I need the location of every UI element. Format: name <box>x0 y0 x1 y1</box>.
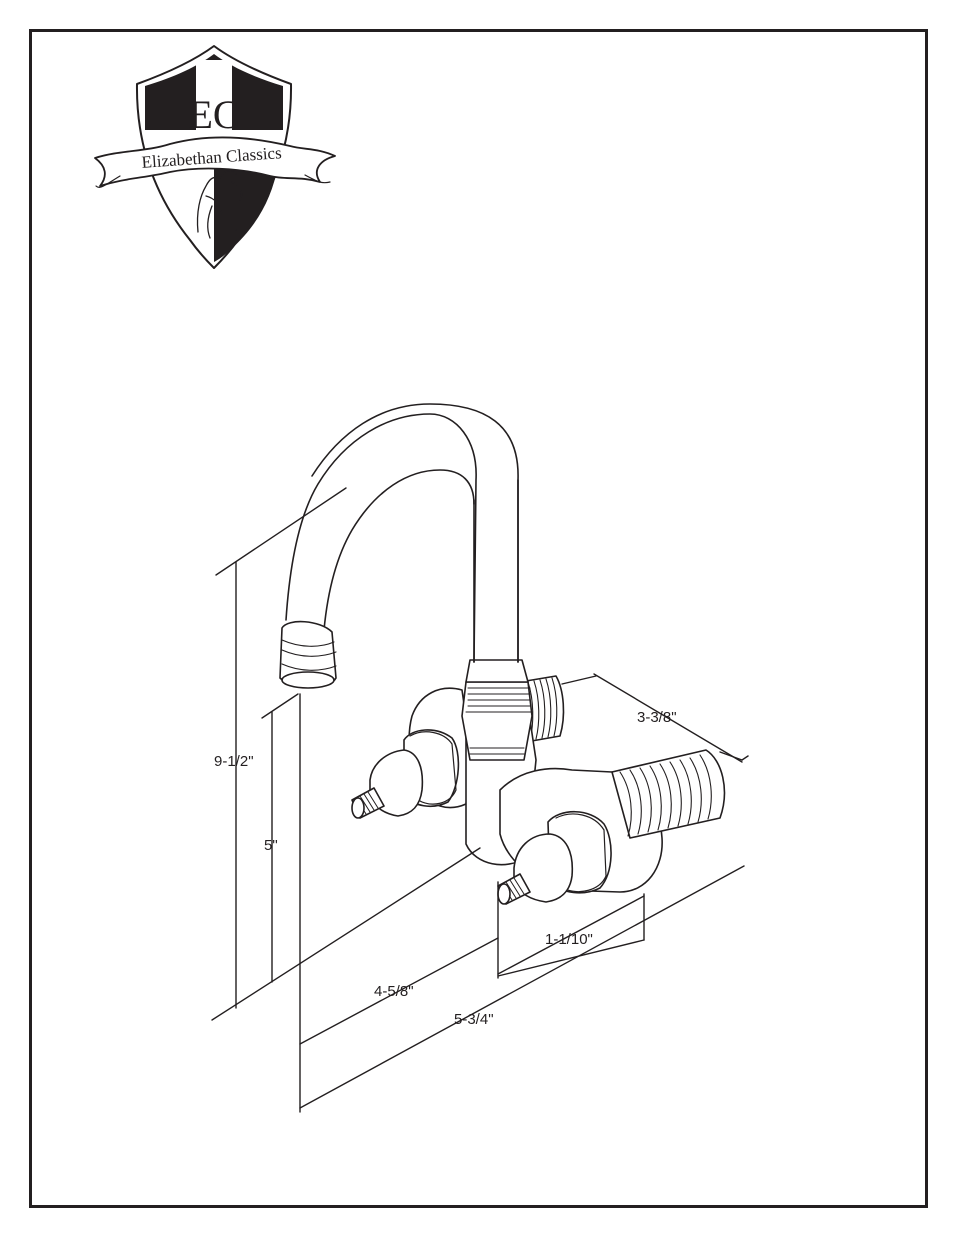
outlet-height-label: 5" <box>264 838 278 853</box>
spout-reach-label: 4-5/8" <box>374 984 414 999</box>
inlet-spacing-label: 3-3/8" <box>637 710 677 725</box>
handle-offset-label: 1-1/10" <box>545 932 593 947</box>
faucet-spout <box>280 404 518 688</box>
faucet-body <box>352 660 724 904</box>
spout-height-label: 9-1/2" <box>214 754 254 769</box>
overall-depth-label: 5-3/4" <box>454 1012 494 1027</box>
brand-initials: EC <box>188 92 239 137</box>
